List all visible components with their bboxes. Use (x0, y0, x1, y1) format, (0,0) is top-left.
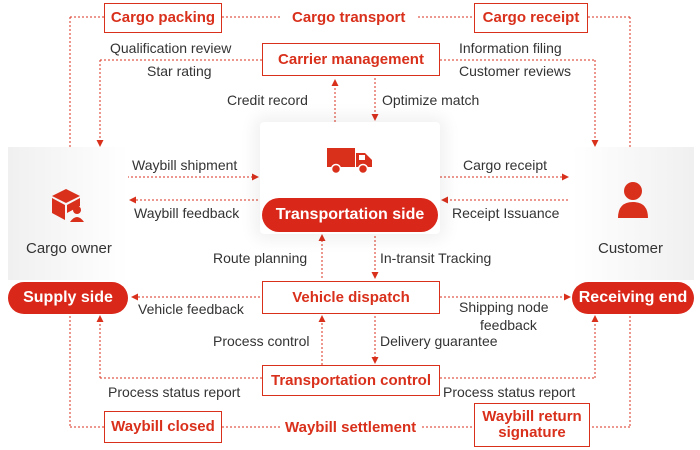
transportation-control-label: Transportation control (270, 371, 431, 389)
customer-icon (613, 180, 653, 222)
vehicle-dispatch-box: Vehicle dispatch (262, 281, 440, 314)
credit-record-label: Credit record (227, 92, 308, 108)
delivery-guarantee-label: Delivery guarantee (380, 333, 498, 349)
cargo-owner-card (8, 147, 128, 280)
signature-label: signature (498, 424, 566, 441)
cargo-receipt-flow-label: Cargo receipt (463, 157, 548, 173)
qualification-review-label: Qualification review (110, 40, 232, 56)
truck-icon (325, 144, 375, 176)
vehicle-dispatch-label: Vehicle dispatch (292, 288, 410, 306)
cargo-receipt-top-label: Cargo receipt (482, 9, 580, 27)
in-transit-tracking-label: In-transit Tracking (380, 250, 492, 266)
optimize-match-label: Optimize match (382, 92, 480, 108)
receiving-end-pill: Receiving end (572, 282, 694, 314)
route-planning-label: Route planning (213, 250, 308, 266)
customer-name: Customer (598, 240, 664, 257)
cargo-transport-label: Cargo transport (292, 9, 406, 26)
transportation-control-box: Transportation control (262, 365, 440, 396)
cargo-receipt-box: Cargo receipt (474, 3, 588, 33)
supply-side-pill: Supply side (8, 282, 128, 314)
waybill-return-signature-box: Waybill return signature (474, 403, 590, 447)
information-filing-label: Information filing (459, 40, 562, 56)
process-status-report-left-label: Process status report (108, 384, 241, 400)
carrier-management-label: Carrier management (278, 50, 424, 68)
waybill-settlement-label: Waybill settlement (285, 419, 417, 436)
vehicle-feedback-label: Vehicle feedback (138, 301, 244, 317)
process-status-report-right-label: Process status report (443, 384, 576, 400)
waybill-feedback-label: Waybill feedback (134, 205, 240, 221)
receipt-issuance-label: Receipt Issuance (452, 205, 560, 221)
carrier-management-box: Carrier management (262, 43, 440, 76)
waybill-closed-label: Waybill closed (111, 418, 215, 436)
cargo-owner-icon (48, 184, 88, 224)
cargo-packing-box: Cargo packing (104, 3, 222, 33)
star-rating-label: Star rating (147, 63, 212, 79)
shipping-node-feedback-label-2: feedback (480, 317, 537, 333)
cargo-packing-label: Cargo packing (110, 9, 216, 27)
cargo-owner-name: Cargo owner (26, 240, 112, 257)
waybill-closed-box: Waybill closed (104, 411, 222, 443)
shipping-node-feedback-label-1: Shipping node (459, 299, 549, 315)
waybill-shipment-label: Waybill shipment (132, 157, 238, 173)
waybill-return-label: Waybill return (482, 408, 582, 426)
process-control-label: Process control (213, 333, 310, 349)
transportation-side-pill: Transportation side (262, 198, 438, 232)
customer-reviews-label: Customer reviews (459, 63, 572, 79)
